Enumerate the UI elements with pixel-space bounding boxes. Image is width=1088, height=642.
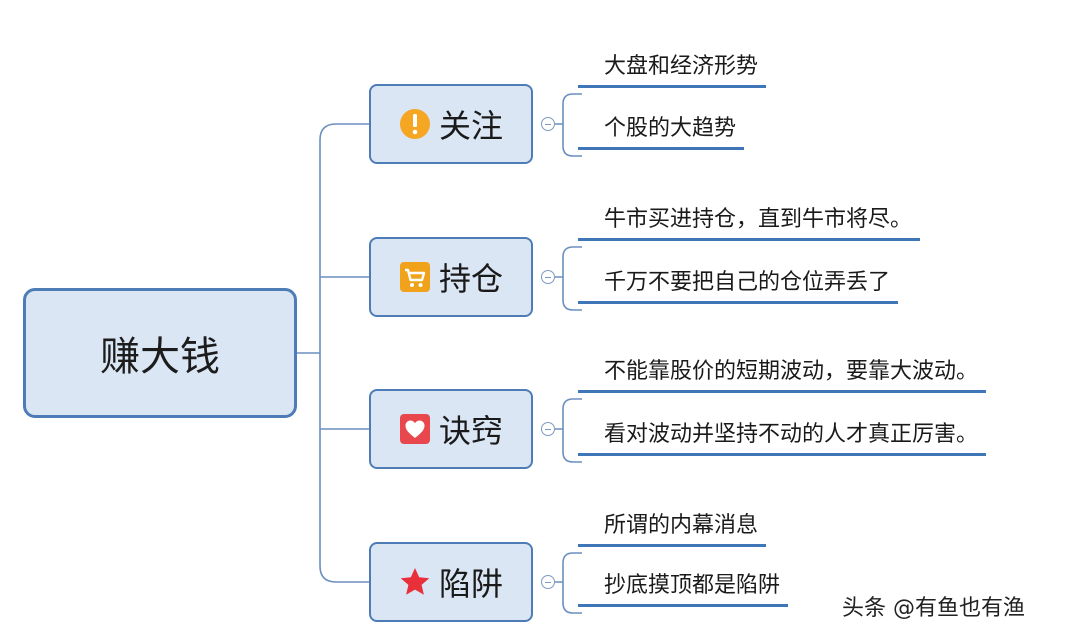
branch-label: 关注 [438,107,503,145]
leaf-item-2-1[interactable]: 牛市买进持仓，直到牛市将尽。 [578,205,921,241]
trunk-line [319,123,369,583]
watermark-text: 头条 @有鱼也有渔 [842,596,1025,621]
collapse-toggle-1[interactable] [541,117,555,131]
branch-node-2[interactable]: 持仓 [369,237,533,317]
leaf-item-4-2[interactable]: 抄底摸顶都是陷阱 [578,571,789,607]
branch-node-4[interactable]: 陷阱 [369,542,533,622]
leaf-item-2-2[interactable]: 千万不要把自己的仓位弄丢了 [578,268,899,304]
leaf-bracket-1 [555,93,582,157]
leaf-item-1-2[interactable]: 个股的大趋势 [578,114,745,150]
shopping-cart-icon [399,261,431,293]
collapse-toggle-3[interactable] [541,422,555,436]
branch-label: 陷阱 [438,565,503,603]
leaf-item-4-1[interactable]: 所谓的内幕消息 [578,511,767,547]
branch-label: 持仓 [438,260,503,298]
leaf-item-3-2[interactable]: 看对波动并坚持不动的人才真正厉害。 [578,420,987,456]
heart-icon [399,413,431,445]
leaf-bracket-2 [555,246,582,311]
branch-node-3[interactable]: 诀窍 [369,389,533,469]
collapse-toggle-2[interactable] [541,270,555,284]
star-icon [399,566,431,598]
branch-node-1[interactable]: 关注 [369,84,533,164]
root-node[interactable]: 赚大钱 [23,288,297,418]
leaf-item-3-1[interactable]: 不能靠股价的短期波动，要靠大波动。 [578,357,987,393]
exclamation-icon [399,108,431,140]
branch-label: 诀窍 [438,412,503,450]
leaf-bracket-4 [555,552,582,614]
leaf-bracket-3 [555,398,582,463]
collapse-toggle-4[interactable] [541,575,555,589]
root-label: 赚大钱 [100,334,220,380]
leaf-item-1-1[interactable]: 大盘和经济形势 [578,52,767,88]
